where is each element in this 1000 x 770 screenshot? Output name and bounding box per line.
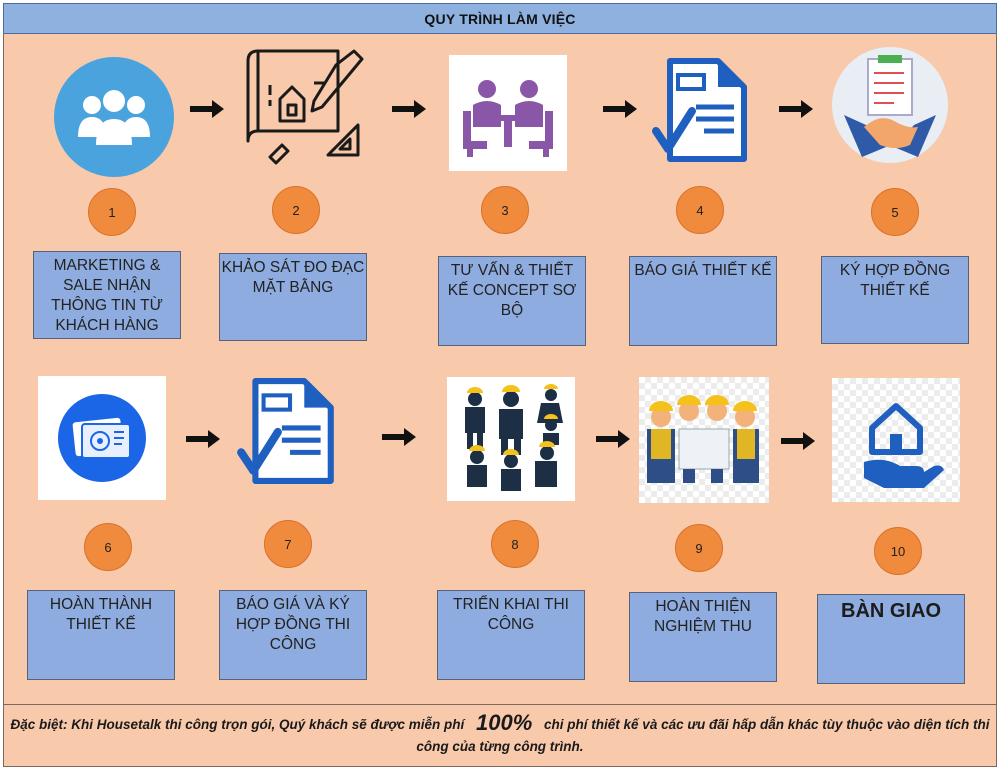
step-number: 5 [871, 188, 919, 236]
step-label: KHẢO SÁT ĐO ĐẠC MẶT BẰNG [219, 253, 367, 341]
step-7-icon [232, 375, 344, 487]
engineers-icon [647, 395, 759, 483]
document-check-icon [652, 58, 747, 162]
step-label: HOÀN THÀNH THIẾT KẾ [27, 590, 175, 680]
step-label: BÁO GIÁ VÀ KÝ HỢP ĐỒNG THI CÔNG [219, 590, 367, 680]
step-number: 2 [272, 186, 320, 234]
document-check-icon [237, 378, 334, 484]
arrow-right-icon [779, 100, 813, 118]
arrow-right-icon [392, 100, 426, 118]
divider [3, 704, 997, 705]
arrow-right-icon [603, 100, 637, 118]
arrow-right-icon [190, 100, 224, 118]
step-label: KÝ HỢP ĐỒNG THIẾT KẾ [821, 256, 969, 344]
step-number: 10 [874, 527, 922, 575]
step-label: BÀN GIAO [817, 594, 965, 684]
blueprint-icon [246, 49, 364, 165]
step-label: MARKETING & SALE NHẬN THÔNG TIN TỪ KHÁCH… [33, 251, 181, 339]
step-2-icon [240, 45, 370, 170]
step-label: HOÀN THIỆN NGHIỆM THU [629, 592, 777, 682]
step-3-icon [449, 55, 567, 171]
step-5-icon [830, 45, 950, 165]
step-number: 8 [491, 520, 539, 568]
step-4-icon [652, 55, 752, 165]
step-label: TRIỂN KHAI THI CÔNG [437, 590, 585, 680]
design-complete-icon [58, 394, 146, 482]
workers-icon [465, 384, 563, 491]
page-title: QUY TRÌNH LÀM VIỆC [3, 3, 997, 34]
note-text: chi phí thiết kế và các ưu đãi hấp dẫn k… [416, 717, 990, 754]
step-label: BÁO GIÁ THIẾT KẾ [629, 256, 777, 346]
step-1-icon [52, 55, 176, 179]
note-text: Đặc biệt: Khi Housetalk thi công trọn gó… [10, 717, 465, 732]
step-9-icon [639, 377, 769, 503]
arrow-right-icon [781, 432, 815, 450]
step-number: 7 [264, 520, 312, 568]
step-number: 3 [481, 186, 529, 234]
house-hand-icon [864, 403, 944, 488]
arrow-right-icon [596, 430, 630, 448]
arrow-right-icon [186, 430, 220, 448]
step-number: 4 [676, 186, 724, 234]
step-8-icon [447, 377, 575, 501]
users-icon [54, 57, 174, 177]
handshake-contract-icon [832, 47, 948, 163]
step-label: TƯ VẤN & THIẾT KẾ CONCEPT SƠ BỘ [438, 256, 586, 346]
promo-note: Đặc biệt: Khi Housetalk thi công trọn gó… [10, 712, 990, 758]
arrow-right-icon [382, 428, 416, 446]
step-6-icon [38, 376, 166, 500]
note-highlight: 100% [476, 710, 533, 735]
step-number: 1 [88, 188, 136, 236]
meeting-icon [463, 80, 553, 157]
step-number: 9 [675, 524, 723, 572]
step-10-icon [832, 378, 960, 502]
step-number: 6 [84, 523, 132, 571]
